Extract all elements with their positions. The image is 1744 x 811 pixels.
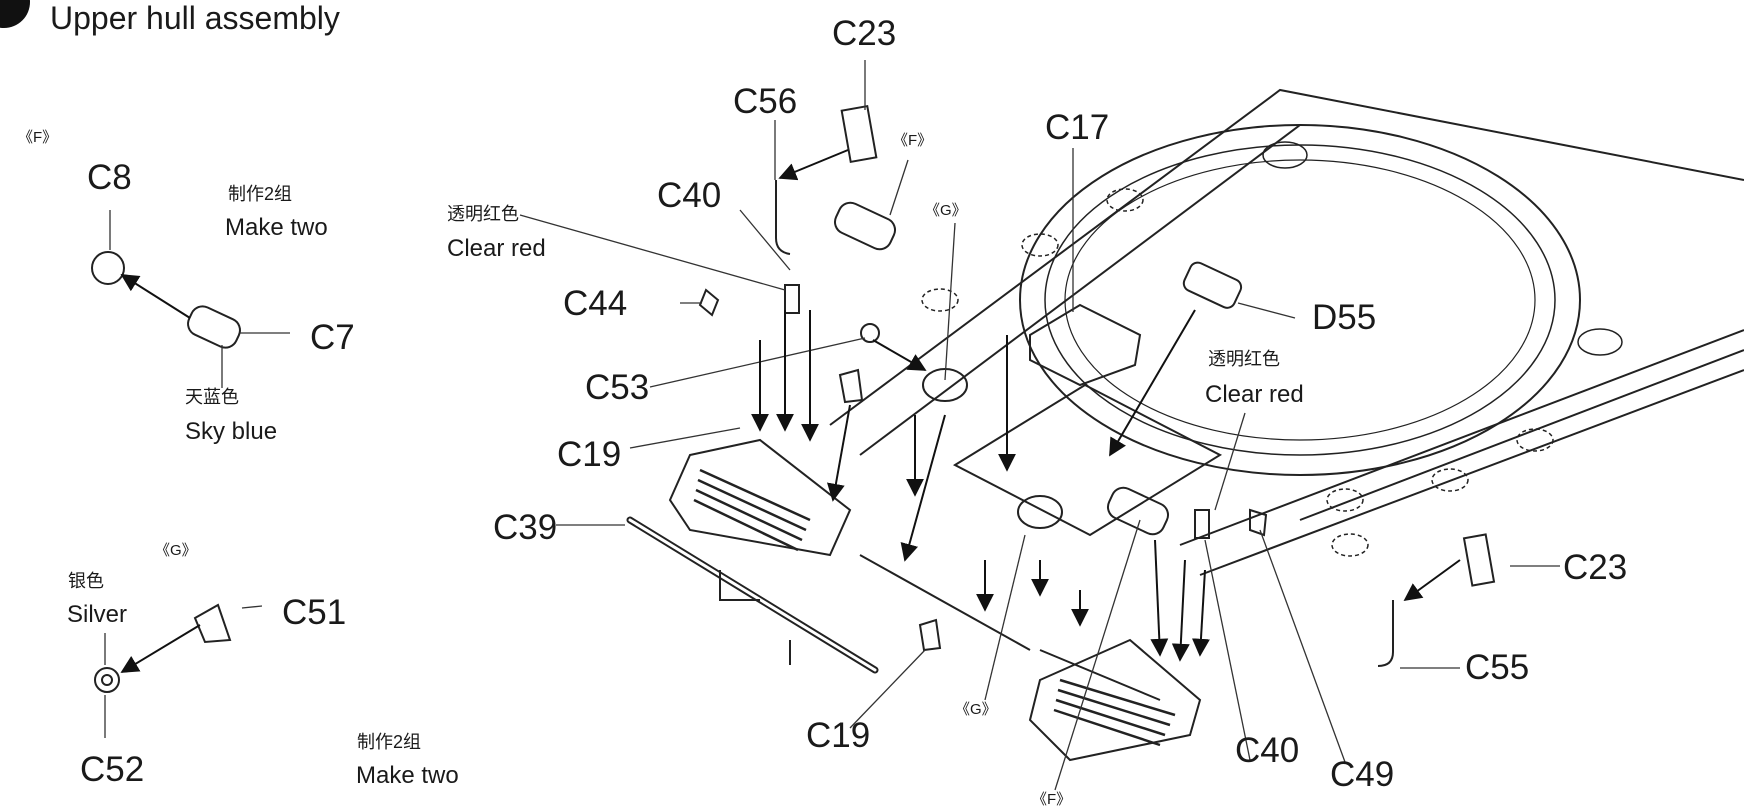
- c52-part: [94, 667, 120, 693]
- d55-part: [1182, 261, 1243, 309]
- part-label-c7: C7: [310, 318, 355, 357]
- part-label-c40-top: C40: [657, 176, 722, 215]
- c23-right-part: [1462, 533, 1496, 587]
- part-label-c19-bottom: C19: [806, 716, 871, 755]
- note-make-two-1-en: Make two: [225, 214, 328, 241]
- note-make-two-2-en: Make two: [356, 762, 459, 789]
- note-silver-cn: 银色: [68, 571, 104, 591]
- note-clear-red-2-en: Clear red: [1205, 381, 1304, 408]
- part-label-c44: C44: [563, 284, 628, 323]
- note-sky-blue-cn: 天蓝色: [185, 387, 239, 407]
- part-label-c56: C56: [733, 82, 798, 121]
- c51-part: [193, 603, 232, 644]
- part-label-c8: C8: [87, 158, 132, 197]
- arrow-c23-c56: [778, 149, 849, 181]
- note-make-two-2-cn: 制作2组: [357, 732, 422, 752]
- arrow-c51-c52: [120, 624, 201, 673]
- c7-part: [187, 305, 241, 349]
- part-label-c51: C51: [282, 593, 347, 632]
- sub-tag-g-left: 《G》: [155, 542, 197, 559]
- part-label-c17: C17: [1045, 108, 1110, 147]
- right-hatch: [1028, 638, 1202, 762]
- note-silver-en: Silver: [67, 601, 128, 628]
- part-label-c55: C55: [1465, 648, 1530, 687]
- turret-ring: [1019, 124, 1581, 476]
- c17-part: [1029, 303, 1142, 387]
- note-clear-red-1-cn: 透明红色: [447, 204, 519, 224]
- note-clear-red-1-en: Clear red: [447, 235, 546, 262]
- part-label-c23-top: C23: [832, 14, 897, 53]
- c23-top-part: [840, 104, 878, 164]
- note-sky-blue-en: Sky blue: [185, 418, 278, 445]
- note-make-two-1-cn: 制作2组: [228, 184, 293, 204]
- sub-tag-f-left: 《F》: [18, 129, 58, 146]
- part-label-d55: D55: [1312, 298, 1377, 337]
- note-clear-red-2-cn: 透明红色: [1208, 349, 1280, 369]
- sub-tag-f-bottom: 《F》: [1032, 791, 1072, 808]
- arrow-c7-c8: [120, 274, 191, 319]
- step-title: Upper hull assembly: [50, 0, 340, 36]
- part-label-c52: C52: [80, 750, 145, 789]
- part-label-c49: C49: [1330, 755, 1395, 794]
- sub-tag-f-top: 《F》: [893, 132, 933, 149]
- left-hatch: [668, 438, 852, 557]
- part-label-c39: C39: [493, 508, 558, 547]
- sub-tag-g-top: 《G》: [925, 202, 967, 219]
- part-label-c40-bottom: C40: [1235, 731, 1300, 770]
- sub-tag-g-bottom: 《G》: [955, 701, 997, 718]
- hull-plate: [829, 88, 1744, 426]
- part-label-c23-right: C23: [1563, 548, 1628, 587]
- part-label-c19-top: C19: [557, 435, 622, 474]
- c8-part: [91, 251, 125, 285]
- part-label-c53: C53: [585, 368, 650, 407]
